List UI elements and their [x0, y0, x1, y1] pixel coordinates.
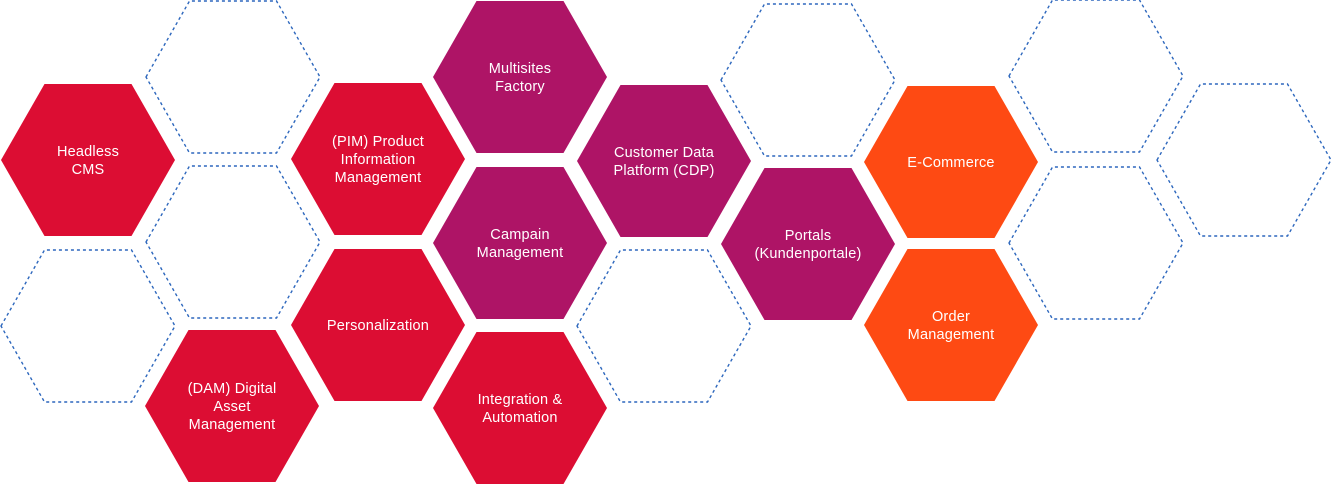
empty-hex-7: [1008, 166, 1184, 320]
hex-label-line: E-Commerce: [907, 155, 994, 171]
empty-hex-1: [145, 0, 321, 154]
hex-shape: [721, 168, 895, 320]
empty-hex-8: [1156, 83, 1332, 237]
hex-shape: [1, 84, 175, 236]
hex-label-line: Personalization: [327, 318, 429, 334]
hex-label-line: Multisites: [489, 61, 551, 77]
hex-label-line: Integration &: [478, 392, 563, 408]
hex-label-line: (Kundenportale): [755, 246, 862, 262]
hex-shape: [577, 85, 751, 237]
empty-hex-2: [145, 165, 321, 319]
hex-label-line: Automation: [482, 410, 557, 426]
hex-label-line: Asset: [213, 399, 250, 415]
hex-label-line: Management: [477, 245, 564, 261]
hex-integration-automation: Integration & Automation: [433, 332, 607, 484]
hex-personalization: Personalization: [291, 249, 465, 401]
hex-label-line: CMS: [72, 162, 105, 178]
hex-portals: Portals (Kundenportale): [721, 168, 895, 320]
hex-label-line: Portals: [785, 228, 832, 244]
hex-label-line: Management: [189, 417, 276, 433]
hex-label-line: Platform (CDP): [613, 163, 714, 179]
hex-shape: [145, 330, 319, 482]
hex-label-line: Customer Data: [614, 145, 715, 161]
hex-e-commerce: E-Commerce: [864, 86, 1038, 238]
hex-label-line: (DAM) Digital: [188, 381, 277, 397]
hex-label-line: Management: [335, 170, 422, 186]
hex-shape: [433, 167, 607, 319]
empty-hex-6: [1008, 0, 1184, 153]
hex-label-line: Information: [341, 152, 416, 168]
hex-label-line: Factory: [495, 79, 545, 95]
hex-label-line: (PIM) Product: [332, 134, 424, 150]
hex-shape: [864, 249, 1038, 401]
hex-label-line: Management: [908, 327, 995, 343]
empty-hex-3: [0, 249, 176, 403]
hex-shape: [864, 86, 1038, 238]
hex-shape: [433, 332, 607, 484]
empty-hex-5: [720, 3, 896, 157]
hex-shape: [291, 249, 465, 401]
hex-label-line: Headless: [57, 144, 119, 160]
hex-label-line: Order: [932, 309, 970, 325]
hex-shape: [433, 1, 607, 153]
empty-hex-4: [576, 249, 752, 403]
hex-shape: [291, 83, 465, 235]
hex-label-line: Campain: [490, 227, 549, 243]
